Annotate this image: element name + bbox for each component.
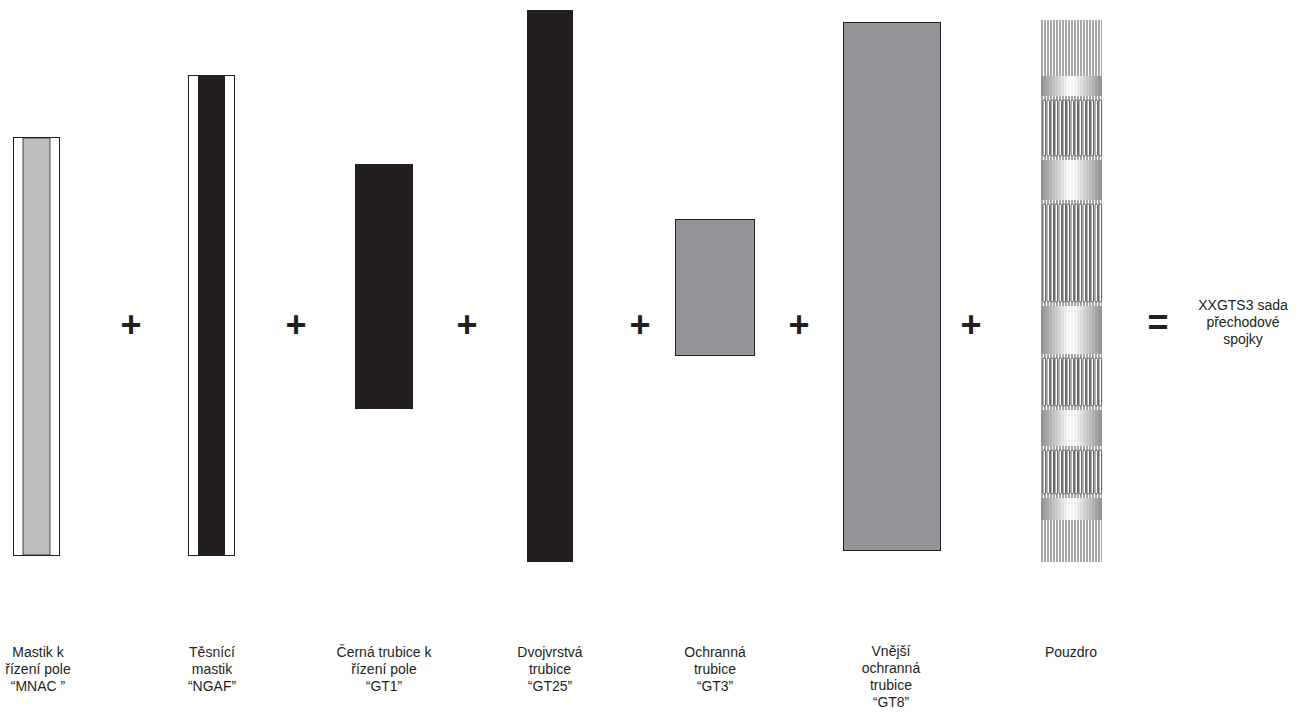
- mastic-core: [23, 138, 50, 555]
- part-name: Vnější ochranná trubice “GT8”: [851, 643, 931, 711]
- part-name: Těsnící mastik “NGAF”: [175, 644, 249, 695]
- part-name: Ochranná trubice “GT3”: [675, 644, 755, 695]
- part-name: Mastik k řízení pole “MNAC ”: [1, 644, 75, 695]
- result-label: XXGTS3 sada přechodové spojky: [1195, 297, 1291, 348]
- sealing-mastic-core: [198, 76, 225, 555]
- plus-sign: +: [447, 307, 487, 343]
- plus-sign: +: [620, 307, 660, 343]
- equals-sign: =: [1138, 305, 1178, 341]
- part-name: Dvojvrstvá trubice “GT25”: [505, 644, 595, 695]
- part-name: Pouzdro: [1031, 644, 1111, 661]
- part-name: Černá trubice k řízení pole “GT1”: [332, 644, 436, 695]
- housing-bands: [1041, 76, 1102, 520]
- dual-wall-tube: [527, 10, 573, 562]
- plus-sign: +: [276, 307, 316, 343]
- outer-protective-tube: [844, 23, 941, 551]
- protective-tube: [676, 220, 755, 356]
- black-tube: [355, 164, 413, 409]
- housing: [1041, 20, 1102, 562]
- plus-sign: +: [779, 307, 819, 343]
- sealing-mastic-strip: [189, 76, 235, 556]
- plus-sign: +: [951, 307, 991, 343]
- mastic-strip: [14, 138, 60, 556]
- housing-pleat-loops: [1043, 100, 1102, 494]
- plus-sign: +: [111, 307, 151, 343]
